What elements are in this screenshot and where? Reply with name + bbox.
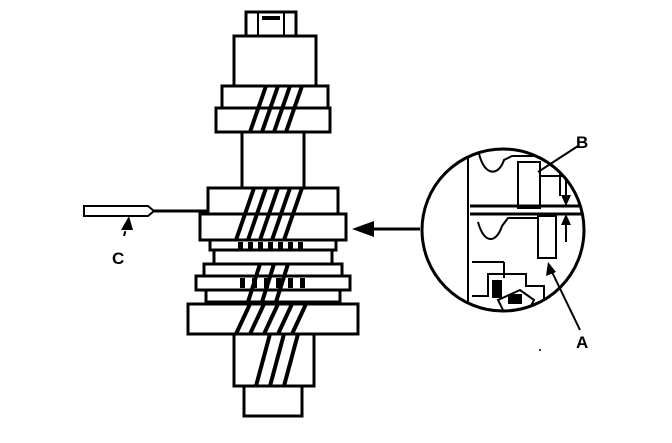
main-gear — [198, 186, 348, 242]
middle-shaft — [240, 130, 306, 190]
lower-gear — [186, 302, 360, 336]
stray-dot — [539, 349, 541, 351]
top-nut — [244, 10, 298, 38]
label-a: A — [576, 333, 588, 352]
feeler-gauge — [83, 205, 208, 217]
lower-shaft — [232, 332, 316, 418]
detail-view — [420, 147, 586, 313]
label-c: C — [112, 249, 124, 268]
upper-shaft — [232, 34, 318, 90]
upper-gear — [214, 84, 332, 134]
synchronizer — [194, 238, 352, 304]
leader-b — [537, 145, 579, 173]
shaft-assembly — [186, 10, 360, 418]
gap-measurement-arrows — [561, 178, 571, 242]
leader-c — [121, 216, 133, 237]
leader-a — [546, 262, 581, 331]
label-b: B — [576, 133, 588, 152]
detail-pointer-arrow — [352, 221, 420, 237]
